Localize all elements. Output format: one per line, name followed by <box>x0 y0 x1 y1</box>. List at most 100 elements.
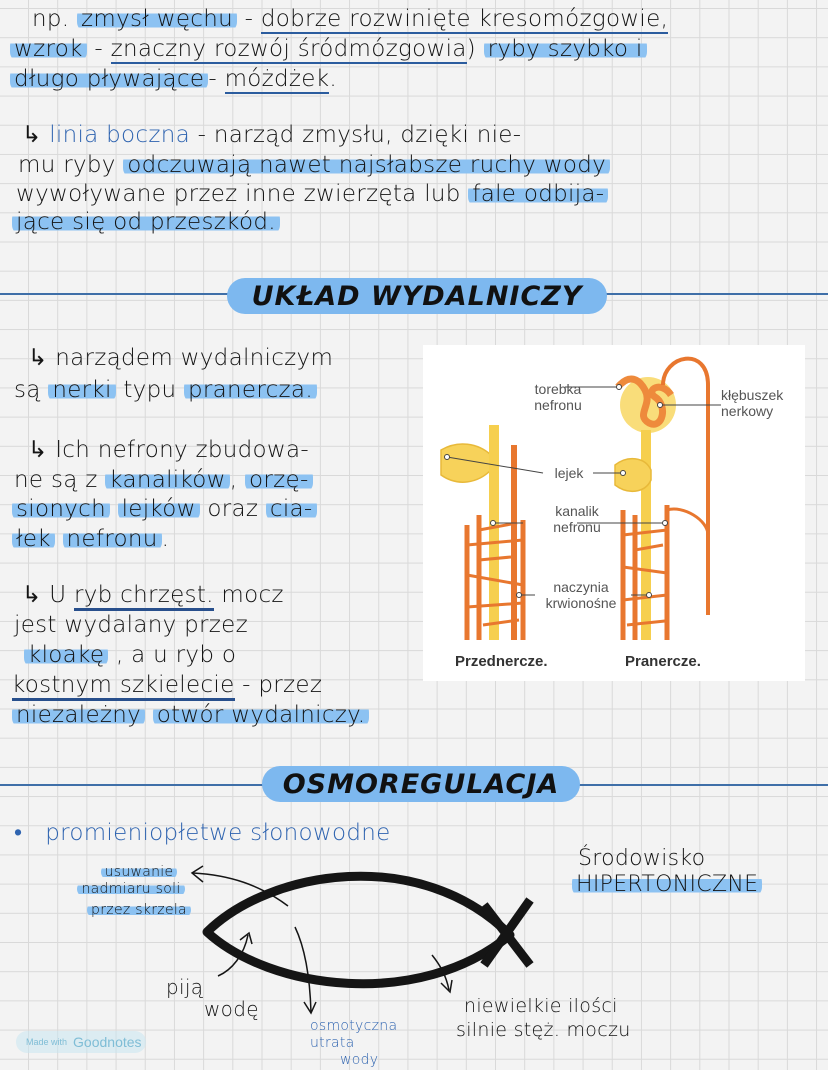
underlined-text: ryb chrzęst. <box>73 582 214 611</box>
excretory-p2-line-4: łek nefronu. <box>12 526 169 552</box>
highlighted-term: ryby szybko i <box>483 36 647 62</box>
dash: - <box>208 66 217 92</box>
excretory-p3-line-5: niezależny otwór wydalniczy. <box>12 702 370 728</box>
text: - przez <box>242 672 323 698</box>
label-klebuszek-nerkowy: kłębuszek nerkowy <box>721 387 801 419</box>
highlighted-term: otwór wydalniczy. <box>152 702 370 728</box>
label-line: nefronu <box>553 519 601 535</box>
text: typu <box>123 377 177 403</box>
highlighted-term: lejków <box>117 496 200 522</box>
text: ne są z <box>14 467 98 493</box>
text: Ich nefrony zbudowa- <box>55 437 309 463</box>
arrow-icon: ↳ <box>28 345 48 371</box>
highlighted-term: nerki <box>48 377 116 403</box>
dash: - <box>94 36 103 62</box>
text: . <box>329 66 337 92</box>
highlighted-text: jące się od przeszkód. <box>12 209 280 235</box>
text: mu ryby <box>18 152 116 178</box>
excretory-p2-line-1: ↳ Ich nefrony zbudowa- <box>28 437 309 463</box>
caption-pranercze: Pranercze. <box>625 653 701 670</box>
environment-hypertonic: HIPERTONICZNE <box>572 872 763 897</box>
watermark-brand: Goodnotes <box>73 1034 142 1050</box>
note-line: wody <box>340 1052 379 1068</box>
excretory-p1-line-1: ↳ narządem wydalniczym <box>28 345 333 371</box>
excretory-p3-line-3: kloakę , a u ryb o <box>24 642 236 668</box>
term-linia-boczna: linia boczna <box>49 122 191 148</box>
nephron-illustration <box>440 356 721 640</box>
intro-line-1: np. zmysł węchu - dobrze rozwinięte kres… <box>32 6 669 34</box>
drinks-water-note: piją wodę <box>166 976 259 1020</box>
intro-line-3: długo pływające- móżdżek. <box>10 66 337 94</box>
label-naczynia-krwionosne: naczynia krwionośne <box>531 579 631 611</box>
highlighted-term: łek <box>12 526 55 552</box>
linia-boczna-line-3: wywoływane przez inne zwierzęta lub fale… <box>16 181 609 207</box>
linia-boczna-line-4: jące się od przeszkód. <box>12 209 280 235</box>
linia-boczna-line-1: ↳ linia boczna - narząd zmysłu, dzięki n… <box>22 122 521 148</box>
excretory-p3-line-4: kostnym szkielecie - przez <box>12 672 323 701</box>
label-lejek: lejek <box>545 465 593 481</box>
watermark-made-with: Made with <box>26 1037 68 1047</box>
mesonephros-drawing <box>565 356 721 640</box>
environment-line-1: Środowisko <box>578 846 706 871</box>
note-line: utrata <box>310 1035 355 1051</box>
text: oraz <box>207 496 259 522</box>
note-line: nadmiaru soli <box>77 881 185 897</box>
text: , a u ryb o <box>115 642 237 668</box>
excretory-p3-line-2: jest wydalany przez <box>14 612 248 638</box>
highlighted-term: pranercza. <box>183 377 317 403</box>
excretory-p2-line-3: sionych lejków oraz cia- <box>12 496 317 522</box>
highlighted-term: wzrok <box>10 36 87 62</box>
highlighted-term: zmysł węchu <box>77 6 237 32</box>
text: ) <box>466 36 476 62</box>
label-line: nefronu <box>534 397 582 413</box>
underlined-text: móżdżek <box>224 66 330 94</box>
text: mocz <box>221 582 284 608</box>
section-title: UKŁAD WYDALNICZY <box>251 280 583 312</box>
highlighted-term: nefronu <box>62 526 162 552</box>
highlighted-term: niezależny <box>12 702 146 728</box>
excretory-p1-line-2: są nerki typu pranercza. <box>14 377 317 403</box>
text: . <box>161 526 170 552</box>
highlighted-text: odczuwają nawet najsłabsze ruchy wody <box>123 152 611 178</box>
note-line: niewielkie ilości <box>464 995 618 1017</box>
highlighted-text: fale odbija- <box>468 181 609 207</box>
text: wywoływane przez inne zwierzęta lub <box>16 181 461 207</box>
text: narządem wydalniczym <box>55 345 334 371</box>
note-line: wodę <box>204 997 259 1021</box>
highlighted-term: cia- <box>265 496 317 522</box>
text: np. <box>32 6 70 32</box>
caption-przednercze: Przednercze. <box>455 653 548 670</box>
arrow-icon: ↳ <box>22 582 42 608</box>
section-title: OSMOREGULACJA <box>282 768 560 800</box>
note-line: usuwanie <box>100 864 178 880</box>
dash: - <box>244 6 254 32</box>
section-header-osmoregulacja: OSMOREGULACJA <box>262 766 580 802</box>
pronephros-drawing <box>440 425 544 640</box>
bullet-icon: • <box>14 820 23 846</box>
urine-note: niewielkie ilości silnie stęż. moczu <box>456 994 631 1042</box>
intro-line-2: wzrok - znaczny rozwój śródmózgowia) ryb… <box>10 36 647 64</box>
label-line: krwionośne <box>545 595 617 611</box>
text: , <box>229 467 238 493</box>
label-line: torebka <box>534 381 582 397</box>
arrow-icon: ↳ <box>22 122 42 148</box>
text: - narząd zmysłu, dzięki nie- <box>197 122 522 148</box>
excretory-p3-line-1: ↳ U ryb chrzęst. mocz <box>22 582 284 611</box>
salt-removal-note: usuwanie nadmiaru soli przez skrzela <box>77 864 194 919</box>
label-line: naczynia <box>553 579 609 595</box>
label-line: lejek <box>554 465 584 481</box>
note-line: przez skrzela <box>87 902 191 918</box>
highlighted-term: kanalików <box>105 467 230 493</box>
highlighted-term: orzę- <box>245 467 313 493</box>
text: U <box>49 582 67 608</box>
underlined-text: dobrze rozwinięte kresomózgowie, <box>260 6 669 34</box>
linia-boczna-line-2: mu ryby odczuwają nawet najsłabsze ruchy… <box>18 152 611 178</box>
section-header-uklad-wydalniczy: UKŁAD WYDALNICZY <box>227 278 607 314</box>
label-line: kanalik <box>555 503 599 519</box>
text: jest wydalany przez <box>14 612 249 638</box>
highlighted-term: sionych <box>12 496 110 522</box>
osmotic-water-loss-note: osmotyczna utrata wody <box>310 1018 397 1069</box>
excretory-p2-line-2: ne są z kanalików, orzę- <box>14 467 313 493</box>
arrow-icon: ↳ <box>28 437 48 463</box>
